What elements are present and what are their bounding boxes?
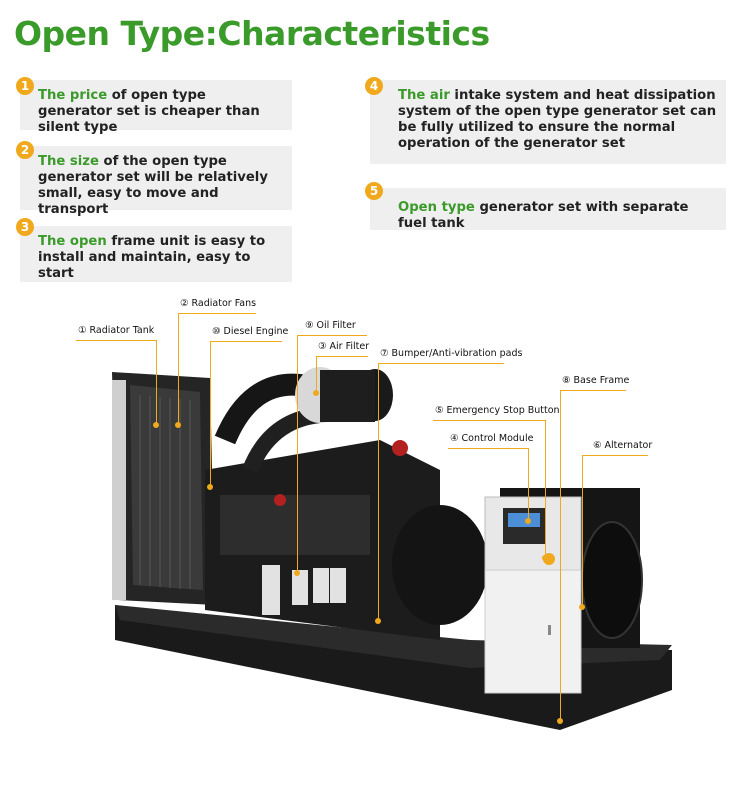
number-badge-4: 4 bbox=[365, 77, 383, 95]
callout-line bbox=[297, 335, 367, 336]
callout-control-module: ④ Control Module bbox=[450, 433, 534, 444]
feature-highlight: The air bbox=[398, 88, 450, 103]
number-badge-3: 3 bbox=[16, 218, 34, 236]
callout-air-filter: ③ Air Filter bbox=[318, 341, 370, 352]
callout-line bbox=[560, 390, 561, 721]
callout-line bbox=[76, 340, 156, 341]
feature-card-3: The open frame unit is easy to install a… bbox=[20, 226, 292, 282]
feature-body: generator set with separate fuel tank bbox=[398, 200, 689, 231]
number-badge-2: 2 bbox=[16, 141, 34, 159]
feature-text: The air intake system and heat dissipati… bbox=[398, 88, 718, 152]
callout-dot bbox=[294, 570, 300, 576]
callout-radiator-fans: ② Radiator Fans bbox=[180, 298, 257, 309]
callout-dot bbox=[579, 604, 585, 610]
feature-body: of the open type generator set will be r… bbox=[38, 154, 268, 217]
callout-dot bbox=[313, 390, 319, 396]
callout-dot bbox=[525, 518, 531, 524]
page-title: Open Type:Characteristics bbox=[14, 14, 490, 53]
feature-highlight: The open bbox=[38, 234, 107, 249]
callout-line bbox=[178, 313, 256, 314]
callout-alternator: ⑥ Alternator bbox=[593, 440, 653, 451]
feature-card-5: Open type generator set with separate fu… bbox=[370, 188, 726, 232]
callout-line bbox=[156, 340, 157, 425]
callout-dot bbox=[375, 618, 381, 624]
callout-line bbox=[545, 420, 546, 557]
feature-body: of open type generator set is cheaper th… bbox=[38, 88, 260, 135]
feature-text: The price of open type generator set is … bbox=[38, 88, 284, 136]
generator-illustration bbox=[112, 367, 672, 730]
callout-bumper: ⑦ Bumper/Anti-vibration pads bbox=[380, 348, 523, 359]
callout-line bbox=[448, 448, 528, 449]
callout-radiator-tank: ① Radiator Tank bbox=[78, 325, 155, 336]
feature-body: frame unit is easy to install and mainta… bbox=[38, 234, 266, 281]
callout-line bbox=[433, 420, 545, 421]
feature-text: Open type generator set with separate fu… bbox=[398, 200, 718, 232]
feature-card-2: The size of the open type generator set … bbox=[20, 146, 292, 217]
callout-oil-filter: ⑨ Oil Filter bbox=[305, 320, 356, 331]
feature-text: The open frame unit is easy to install a… bbox=[38, 234, 284, 282]
callout-diesel-engine: ⑩ Diesel Engine bbox=[212, 326, 289, 337]
callout-line bbox=[560, 390, 626, 391]
callout-dot bbox=[542, 555, 548, 561]
number-badge-5: 5 bbox=[365, 182, 383, 200]
callout-line bbox=[210, 341, 282, 342]
callout-line bbox=[582, 455, 583, 606]
callout-line bbox=[582, 455, 648, 456]
callout-line bbox=[528, 448, 529, 521]
callout-line bbox=[297, 335, 298, 572]
feature-text: The size of the open type generator set … bbox=[38, 154, 284, 218]
callout-line bbox=[316, 356, 317, 392]
feature-card-1: The price of open type generator set is … bbox=[20, 80, 292, 135]
callout-base-frame: ⑧ Base Frame bbox=[562, 375, 630, 386]
callout-line bbox=[210, 341, 211, 487]
callout-line bbox=[316, 356, 368, 357]
callout-line bbox=[378, 363, 379, 620]
callout-dot bbox=[557, 718, 563, 724]
number-badge-1: 1 bbox=[16, 77, 34, 95]
callout-dot bbox=[207, 484, 213, 490]
callout-line bbox=[378, 363, 504, 364]
callout-emergency-stop: ⑤ Emergency Stop Button bbox=[435, 405, 560, 416]
feature-highlight: The size bbox=[38, 154, 99, 169]
feature-highlight: The price bbox=[38, 88, 108, 103]
callout-dot bbox=[175, 422, 181, 428]
callout-line bbox=[178, 313, 179, 425]
callout-dot bbox=[153, 422, 159, 428]
feature-body: intake system and heat dissipation syste… bbox=[398, 88, 717, 151]
feature-card-4: The air intake system and heat dissipati… bbox=[370, 80, 726, 164]
feature-highlight: Open type bbox=[398, 200, 475, 215]
